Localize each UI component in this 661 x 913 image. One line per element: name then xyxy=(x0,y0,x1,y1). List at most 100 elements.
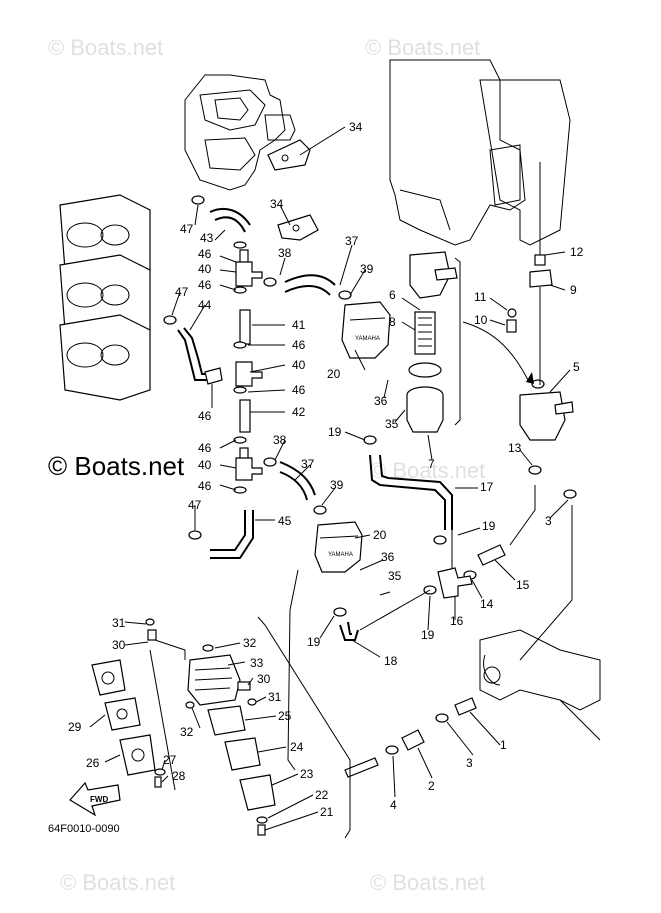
pump-repair-kit xyxy=(91,618,276,836)
callout-31: 31 xyxy=(268,690,282,704)
callout-40: 40 xyxy=(198,458,212,472)
hose-15 xyxy=(477,544,506,566)
leader-lines xyxy=(89,126,571,831)
pump-brand-text: YAMAHA xyxy=(355,336,380,342)
watermark: © Boats.net xyxy=(60,870,175,895)
callout-4: 4 xyxy=(390,798,397,812)
gasket-34-lower xyxy=(277,214,319,241)
callout-16: 16 xyxy=(450,614,464,628)
callout-5: 5 xyxy=(573,360,580,374)
callout-labels: 34 34 37 47 43 46 40 46 38 39 47 44 41 4… xyxy=(68,120,584,819)
callout-36: 36 xyxy=(381,550,395,564)
callout-46: 46 xyxy=(198,409,212,423)
callout-38: 38 xyxy=(278,246,292,260)
fwd-label: FWD xyxy=(90,795,108,804)
o-ring-gasket xyxy=(408,362,442,378)
callout-18: 18 xyxy=(384,654,398,668)
callout-19: 19 xyxy=(421,628,435,642)
quick-connector-1 xyxy=(454,697,477,716)
watermark: © Boats.net xyxy=(365,35,480,60)
callout-37: 37 xyxy=(345,234,359,248)
connector-2 xyxy=(401,729,425,751)
watermark: © Boats.net xyxy=(370,870,485,895)
callout-46: 46 xyxy=(198,278,212,292)
callout-40: 40 xyxy=(292,358,306,372)
hose-piece xyxy=(344,757,379,778)
callout-24: 24 xyxy=(290,740,304,754)
callout-40: 40 xyxy=(198,262,212,276)
callout-21: 21 xyxy=(320,805,334,819)
callout-8: 8 xyxy=(389,315,396,329)
callout-27: 27 xyxy=(163,753,177,767)
fuel-pump-lower: YAMAHA xyxy=(314,521,363,573)
callout-29: 29 xyxy=(68,720,82,734)
callout-1: 1 xyxy=(500,738,507,752)
callout-3: 3 xyxy=(466,756,473,770)
callout-11: 11 xyxy=(474,290,487,304)
engine-block-illustration xyxy=(184,74,296,191)
callout-34: 34 xyxy=(349,120,363,134)
callout-41: 41 xyxy=(292,318,306,332)
callout-34: 34 xyxy=(270,197,284,211)
callout-31: 31 xyxy=(112,616,126,630)
tee-joint-16 xyxy=(437,567,473,599)
callout-32: 32 xyxy=(243,636,257,650)
callout-32: 32 xyxy=(180,725,194,739)
hose-17 xyxy=(369,454,453,530)
callout-37: 37 xyxy=(301,457,315,471)
clamp-3 xyxy=(435,713,449,723)
callout-30: 30 xyxy=(112,638,126,652)
callout-22: 22 xyxy=(315,788,329,802)
joint-fittings xyxy=(204,261,263,481)
callout-42: 42 xyxy=(292,405,306,419)
hose-45 xyxy=(210,510,254,559)
callout-45: 45 xyxy=(278,514,292,528)
leader-arrow xyxy=(462,321,529,381)
gasket-34-upper xyxy=(267,139,311,171)
callout-35: 35 xyxy=(385,417,399,431)
fuel-line xyxy=(359,589,431,631)
callout-17: 17 xyxy=(480,480,494,494)
hose-37 xyxy=(279,274,336,501)
callout-2: 2 xyxy=(428,779,435,793)
pump-brand-text: YAMAHA xyxy=(328,552,353,558)
group-bracket xyxy=(257,616,351,839)
callout-46: 46 xyxy=(292,383,306,397)
callout-47: 47 xyxy=(180,222,194,236)
callout-36: 36 xyxy=(374,394,388,408)
fuel-pump-upper: YAMAHA xyxy=(341,301,391,359)
callout-6: 6 xyxy=(389,288,396,302)
callout-28: 28 xyxy=(172,769,186,783)
callout-33: 33 xyxy=(250,656,264,670)
callout-47: 47 xyxy=(175,285,189,299)
group-bracket xyxy=(454,257,461,426)
filter-cup-7 xyxy=(406,386,444,433)
callout-20: 20 xyxy=(373,528,387,542)
callout-19: 19 xyxy=(328,425,342,439)
callout-35: 35 xyxy=(388,569,402,583)
hose-18 xyxy=(339,621,359,641)
bolt-10 xyxy=(506,319,517,333)
fuel-filter-assembly-5 xyxy=(519,254,574,441)
fuel-filter-head xyxy=(409,251,458,299)
lower-cowling-illustration xyxy=(479,629,601,741)
callout-9: 9 xyxy=(570,283,577,297)
center-watermark: © Boats.net xyxy=(48,451,185,481)
callout-46: 46 xyxy=(198,441,212,455)
callout-46: 46 xyxy=(198,479,212,493)
washer-11 xyxy=(507,308,517,318)
callout-39: 39 xyxy=(330,478,344,492)
callout-44: 44 xyxy=(198,298,212,312)
clamp-fittings xyxy=(163,195,577,617)
callout-19: 19 xyxy=(307,635,321,649)
callout-12: 12 xyxy=(570,245,584,259)
fuel-line xyxy=(519,505,573,661)
callout-14: 14 xyxy=(480,597,494,611)
callout-25: 25 xyxy=(278,709,292,723)
callout-3: 3 xyxy=(545,514,552,528)
fwd-arrow: FWD xyxy=(69,781,121,817)
callout-46: 46 xyxy=(198,247,212,261)
callout-7: 7 xyxy=(428,457,435,471)
callout-26: 26 xyxy=(86,756,100,770)
